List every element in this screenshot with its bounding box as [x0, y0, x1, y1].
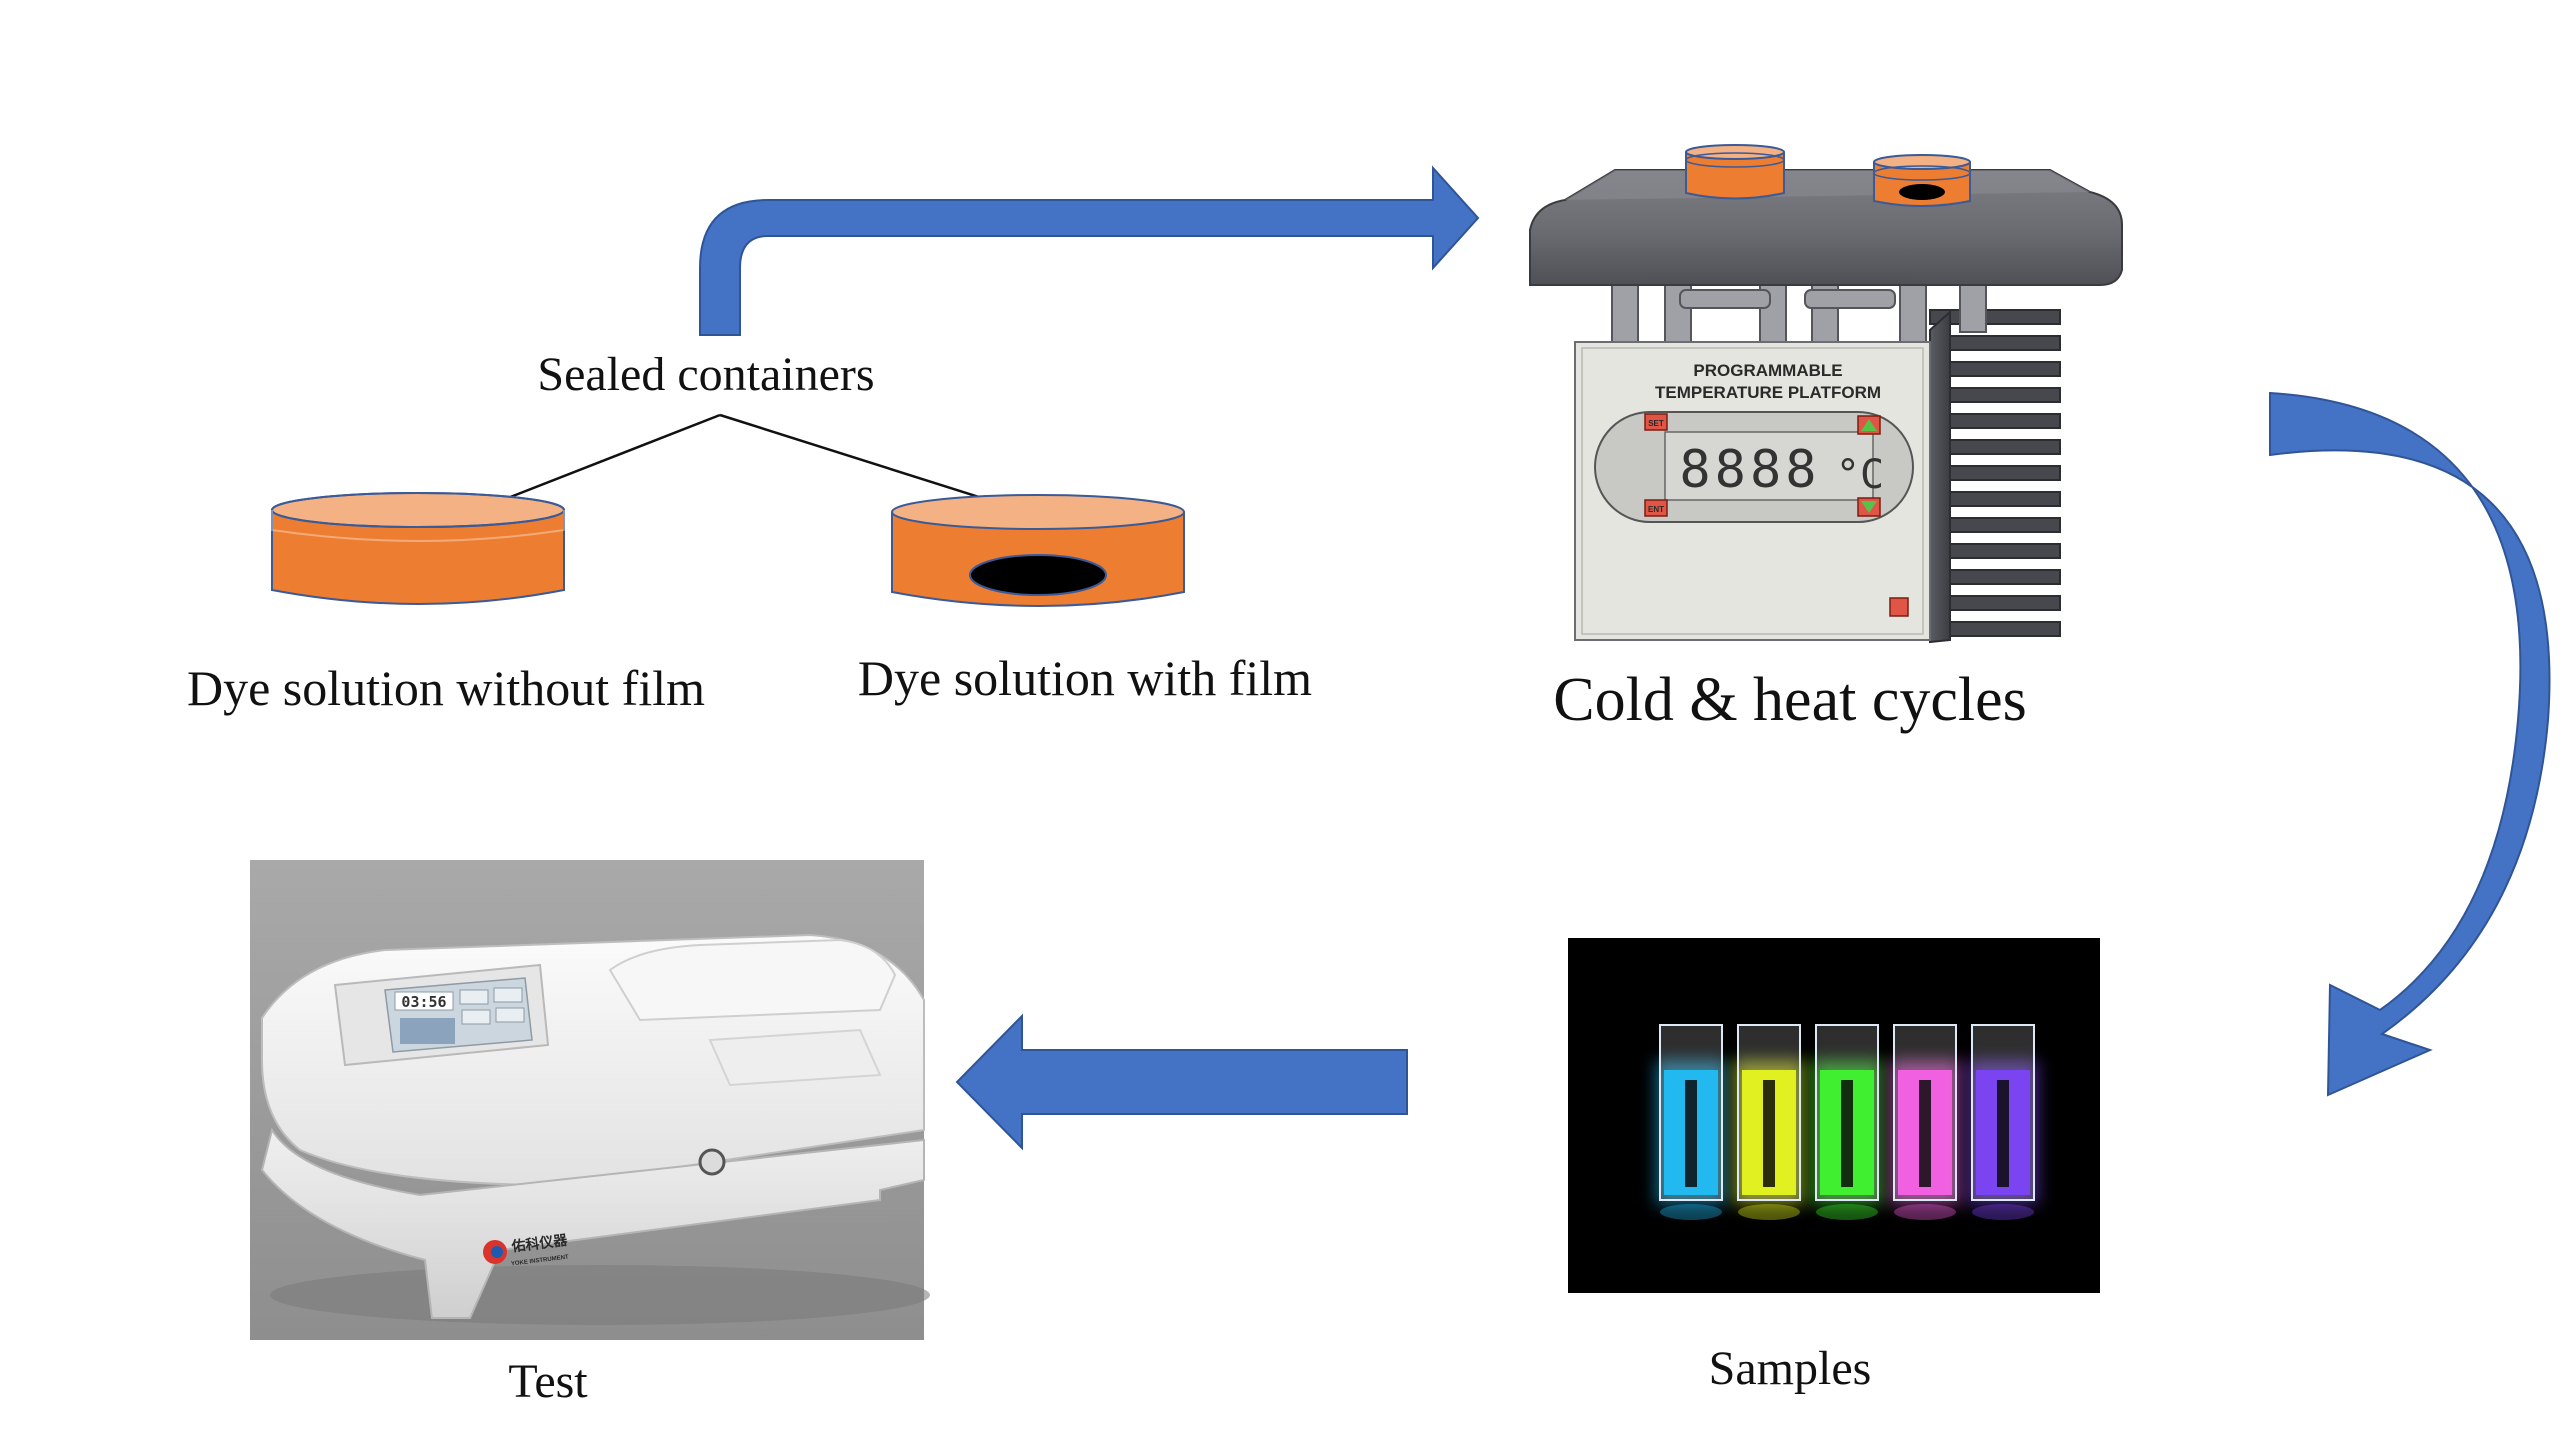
- petri-dish-without-film: [271, 492, 565, 605]
- dye-without-film-label: Dye solution without film: [187, 660, 705, 716]
- device-lid: [1529, 169, 2123, 286]
- samples-label: Samples: [1709, 1342, 1872, 1395]
- spectrometer-brand: 佑科仪器: [510, 1232, 570, 1255]
- heat-sink-fins: [1929, 309, 2061, 637]
- lid-container-without-film: [1685, 144, 1785, 200]
- cuvette-1: [1656, 1024, 1726, 1220]
- device-title-line2: TEMPERATURE PLATFORM: [1655, 383, 1881, 402]
- petri-dish-with-film: [891, 494, 1185, 607]
- support-columns: [1611, 281, 1987, 343]
- cuvette-3: [1812, 1024, 1882, 1220]
- down-button[interactable]: [1857, 497, 1881, 517]
- arrow-to-temperature-platform: [699, 165, 1480, 336]
- device-display-window: [1664, 431, 1874, 501]
- device-digital-readout: 8888: [1679, 440, 1820, 500]
- dye-with-film-label: Dye solution with film: [858, 650, 1312, 706]
- cold-heat-cycles-label: Cold & heat cycles: [1553, 666, 2026, 734]
- samples-photo: [1568, 938, 2100, 1293]
- pointer-line-right: [719, 413, 1020, 510]
- device-unit-label: °C: [1836, 452, 1884, 498]
- svg-text:ENT: ENT: [1648, 505, 1664, 514]
- spectrophotometer-photo: 03:56 佑科仪器 YOKE INSTRUMENT: [250, 860, 930, 1340]
- arrow-to-test: [955, 1013, 1408, 1151]
- up-triangle-icon: [1861, 419, 1877, 431]
- cuvette-4: [1890, 1024, 1960, 1220]
- arrow-to-samples: [2269, 391, 2551, 1097]
- ent-button[interactable]: ENT: [1644, 499, 1668, 517]
- down-triangle-icon: [1861, 501, 1877, 513]
- set-button[interactable]: SET: [1644, 413, 1668, 431]
- film-sample: [969, 554, 1107, 596]
- cuvette-2: [1734, 1024, 1804, 1220]
- power-knob[interactable]: [698, 1148, 726, 1176]
- up-button[interactable]: [1857, 415, 1881, 435]
- temperature-platform-device: PROGRAMMABLE TEMPERATURE PLATFORM 8888 °…: [1529, 144, 2123, 644]
- cuvette-5: [1968, 1024, 2038, 1220]
- spectrometer-screen-time: 03:56: [401, 993, 446, 1011]
- device-title-line1: PROGRAMMABLE: [1693, 361, 1842, 380]
- test-label: Test: [508, 1355, 588, 1408]
- pointer-line-left: [490, 413, 721, 505]
- power-indicator: [1889, 597, 1909, 617]
- svg-text:SET: SET: [1648, 419, 1664, 428]
- lid-container-with-film: [1873, 154, 1971, 207]
- sealed-containers-label: Sealed containers: [537, 348, 874, 401]
